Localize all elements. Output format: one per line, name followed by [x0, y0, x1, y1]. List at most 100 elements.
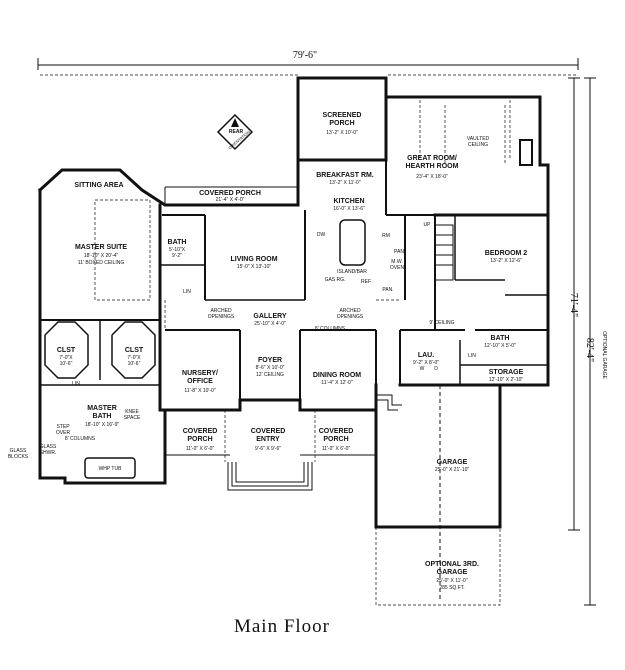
svg-text:LIN: LIN: [468, 353, 476, 359]
svg-text:12'-10" X 5'-0": 12'-10" X 5'-0": [484, 343, 516, 349]
svg-text:25'-0" X 21'-10": 25'-0" X 21'-10": [435, 467, 470, 473]
svg-text:9' CEILING: 9' CEILING: [429, 320, 454, 326]
svg-text:M.W.OVEN: M.W.OVEN: [390, 259, 405, 271]
depth-dimension-outer: 82'-4": [584, 338, 595, 362]
svg-text:COVERED PORCH: COVERED PORCH: [199, 190, 261, 197]
svg-text:18'-10" X 16'-9": 18'-10" X 16'-9": [85, 422, 120, 428]
svg-text:MASTER SUITE: MASTER SUITE: [75, 244, 127, 251]
svg-text:BATH: BATH: [168, 239, 187, 246]
svg-text:BATH: BATH: [491, 335, 510, 342]
svg-text:15'-0" X 13'-10": 15'-0" X 13'-10": [237, 264, 272, 270]
svg-text:18'-10" X 20'-4": 18'-10" X 20'-4": [84, 253, 119, 259]
svg-text:285 SQ.FT.: 285 SQ.FT.: [439, 585, 464, 591]
svg-text:D: D: [434, 366, 438, 372]
svg-text:DW: DW: [317, 232, 326, 238]
svg-text:DINING ROOM: DINING ROOM: [313, 372, 361, 379]
svg-text:GAS RG.: GAS RG.: [325, 277, 346, 283]
svg-text:STORAGE: STORAGE: [489, 369, 524, 376]
svg-text:8' COLUMNS: 8' COLUMNS: [315, 326, 346, 332]
room-sitting-area: SITTING AREA: [74, 182, 123, 189]
svg-text:12'-10" X 2'-10": 12'-10" X 2'-10": [489, 377, 524, 383]
room-optional-garage: OPTIONAL 3RD.GARAGE 25'-0" X 11'-0"285 SQ…: [425, 561, 479, 591]
svg-text:CLST: CLST: [57, 347, 76, 354]
svg-text:OPTIONAL 3RD.GARAGE: OPTIONAL 3RD.GARAGE: [425, 561, 479, 576]
svg-text:RM: RM: [382, 233, 390, 239]
svg-text:11'-4" X 12'-0": 11'-4" X 12'-0": [321, 380, 352, 386]
svg-text:11'-8" X 10'-0": 11'-8" X 10'-0": [184, 388, 215, 394]
svg-text:BEDROOM 2: BEDROOM 2: [485, 250, 528, 257]
dimension-lines: [37, 58, 596, 606]
svg-text:7'-0"X10'-6": 7'-0"X10'-6": [127, 355, 141, 367]
svg-text:W: W: [420, 366, 425, 372]
svg-text:LIVING ROOM: LIVING ROOM: [230, 256, 277, 263]
svg-text:11'-0" X 6'-0": 11'-0" X 6'-0": [186, 446, 215, 452]
width-dimension: 79'-6": [293, 50, 317, 61]
svg-text:9'-2" X 8'-0": 9'-2" X 8'-0": [413, 360, 439, 366]
exterior-walls: [37, 76, 550, 529]
svg-text:8' COLUMNS: 8' COLUMNS: [65, 436, 96, 442]
svg-text:GREAT ROOM/HEARTH ROOM: GREAT ROOM/HEARTH ROOM: [406, 155, 459, 170]
entry-steps: [227, 462, 313, 491]
svg-text:13'-2" X 12'-6": 13'-2" X 12'-6": [490, 258, 522, 264]
svg-text:FOYER: FOYER: [258, 357, 282, 364]
svg-text:12' CEILING: 12' CEILING: [256, 372, 284, 378]
plan-caption: Main Floor: [234, 616, 330, 637]
svg-text:13'-2" X 10'-0": 13'-2" X 10'-0": [326, 130, 358, 136]
kitchen-island: [339, 219, 366, 266]
svg-text:NURSERY/OFFICE: NURSERY/OFFICE: [182, 370, 218, 385]
optional-garage-note: OPTIONAL GARAGE: [601, 331, 607, 380]
svg-text:PAN.: PAN.: [382, 287, 393, 293]
svg-text:ISLAND/BAR: ISLAND/BAR: [337, 269, 367, 275]
svg-text:11'-0" X 6'-0": 11'-0" X 6'-0": [322, 446, 351, 452]
svg-text:25'-0" X 11'-0": 25'-0" X 11'-0": [436, 578, 467, 584]
svg-text:9'-6" X 9'-6": 9'-6" X 9'-6": [255, 446, 281, 452]
svg-text:UP: UP: [424, 222, 432, 228]
svg-text:GALLERY: GALLERY: [253, 313, 287, 320]
depth-dimension-inner: 71'-4": [568, 293, 579, 317]
svg-text:5'-10"X9'-2": 5'-10"X9'-2": [169, 247, 186, 259]
svg-text:KITCHEN: KITCHEN: [333, 198, 364, 205]
annotations: LIN LIN LIN DW RM PAN M.W.OVEN ISLAND/BA…: [8, 222, 476, 472]
svg-text:13'-2" X 11'-0": 13'-2" X 11'-0": [329, 180, 360, 186]
room-bedroom2: BEDROOM 213'-2" X 12'-6": [485, 250, 528, 264]
svg-text:25'-10" X 4'-0": 25'-10" X 4'-0": [254, 321, 286, 327]
svg-text:GARAGE: GARAGE: [437, 459, 468, 466]
svg-text:LIN: LIN: [72, 381, 80, 387]
svg-text:LAU.: LAU.: [418, 352, 434, 359]
svg-text:PAN: PAN: [394, 249, 404, 255]
fireplace: [519, 139, 533, 166]
svg-text:8'-6" X 10'-0": 8'-6" X 10'-0": [256, 365, 285, 371]
orientation-compass: REAR ORIENTATION: [216, 113, 254, 150]
svg-text:WHP TUB: WHP TUB: [99, 466, 123, 472]
dashed-lines: [40, 74, 578, 606]
